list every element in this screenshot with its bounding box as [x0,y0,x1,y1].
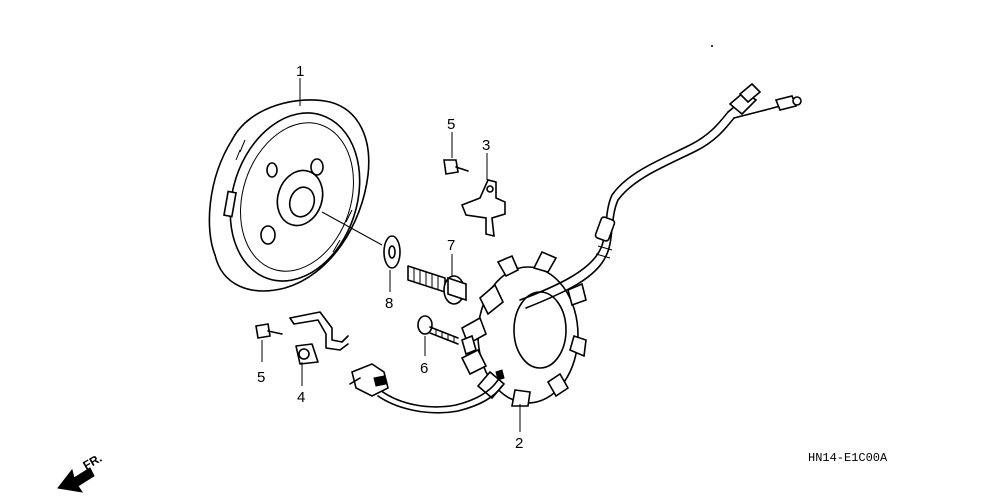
hub-alignment-line [321,211,383,246]
callout-4: 4 [297,389,305,406]
diagram-code: HN14-E1C00A [808,451,888,465]
wiring-harness [519,82,802,309]
pickup-wire [377,379,503,414]
bolt-part-top [443,159,469,175]
bolt-part-bottom [255,323,283,339]
pulser-bracket-part [289,311,389,397]
callout-3: 3 [482,137,490,154]
stator-bolt-part [417,315,459,345]
callout-8: 8 [385,295,393,312]
callout-6: 6 [420,360,428,377]
callout-2: 2 [515,435,523,452]
stator-part [460,250,587,407]
flywheel-part [208,99,370,292]
callout-7: 7 [447,237,455,254]
callout-5-bottom: 5 [257,369,265,386]
flange-bolt-part [407,265,467,305]
direction-label: FR. [81,451,105,473]
callout-5-top: 5 [447,116,455,133]
callout-1: 1 [296,63,304,80]
front-direction-arrow: FR. [57,451,105,493]
washer-part [383,235,401,269]
wire-clamp-part [460,179,506,238]
scan-dot [711,45,713,47]
